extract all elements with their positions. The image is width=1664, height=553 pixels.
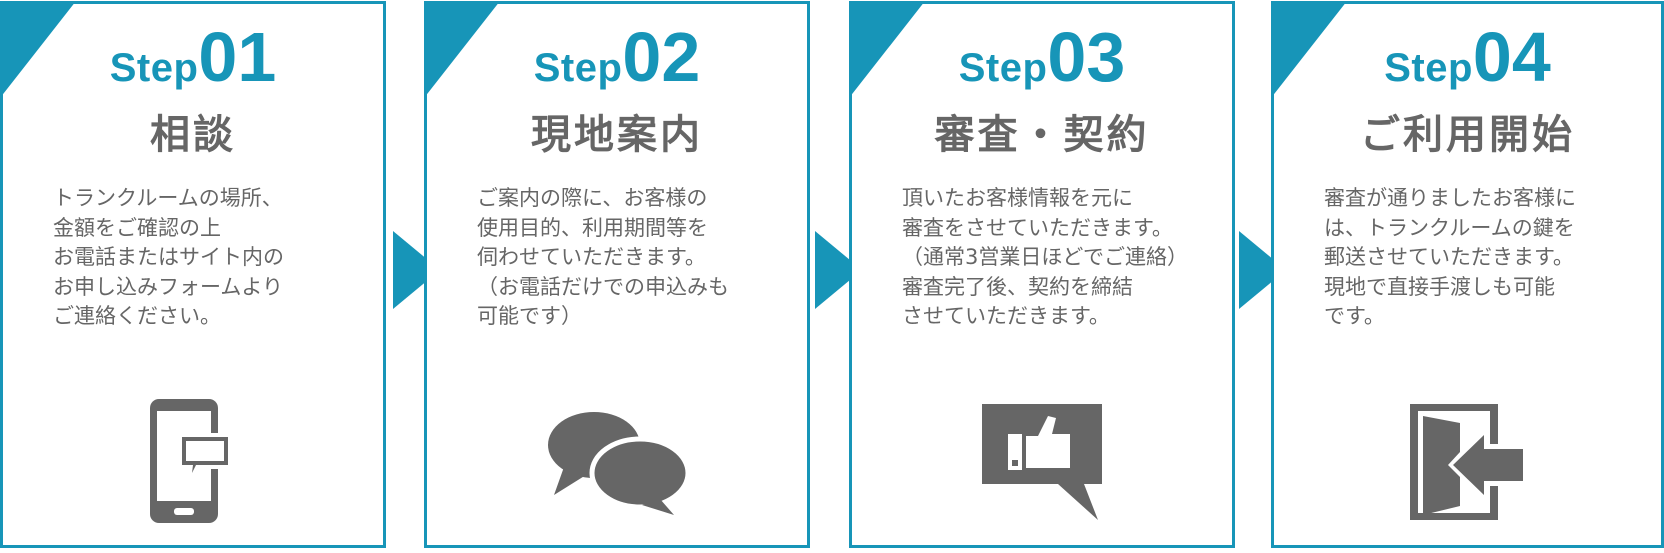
step-card-1: Step01 相談 トランクルームの場所、 金額をご確認の上 お電話またはサイト… (0, 1, 386, 548)
step-title: ご利用開始 (1360, 112, 1575, 158)
speech-bubbles-icon (427, 389, 807, 534)
step-description: トランクルームの場所、 金額をご確認の上 お電話またはサイト内の お申し込みフォ… (53, 186, 284, 328)
step-card-2: Step02 現地案内 ご案内の際に、お客様の 使用目的、利用期間等を 伺わせて… (424, 1, 810, 548)
step-description: ご案内の際に、お客様の 使用目的、利用期間等を 伺わせていただきます。 （お電話… (477, 186, 729, 328)
step-title: 相談 (150, 112, 236, 158)
corner-decoration (424, 1, 500, 98)
step-description: 審査が通りましたお客様に は、トランクルームの鍵を 郵送させていただきます。 現… (1324, 186, 1576, 328)
door-enter-icon (1274, 389, 1661, 534)
step-card-3: Step03 審査・契約 頂いたお客様情報を元に 審査をさせていただきます。 （… (849, 1, 1235, 548)
step-label: Step01 (109, 18, 277, 96)
step-title: 審査・契約 (934, 112, 1150, 158)
thumbs-up-bubble-icon (852, 389, 1232, 534)
corner-decoration (0, 1, 76, 98)
step-title: 現地案内 (531, 112, 703, 158)
step-card-4: Step04 ご利用開始 審査が通りましたお客様に は、トランクルームの鍵を 郵… (1271, 1, 1664, 548)
step-label: Step03 (958, 18, 1126, 96)
step-label: Step02 (533, 18, 701, 96)
step-description: 頂いたお客様情報を元に 審査をさせていただきます。 （通常3営業日ほどでご連絡）… (902, 186, 1188, 328)
corner-decoration (1271, 1, 1347, 98)
smartphone-chat-icon (3, 389, 383, 534)
step-label: Step04 (1384, 18, 1551, 96)
corner-decoration (849, 1, 925, 98)
